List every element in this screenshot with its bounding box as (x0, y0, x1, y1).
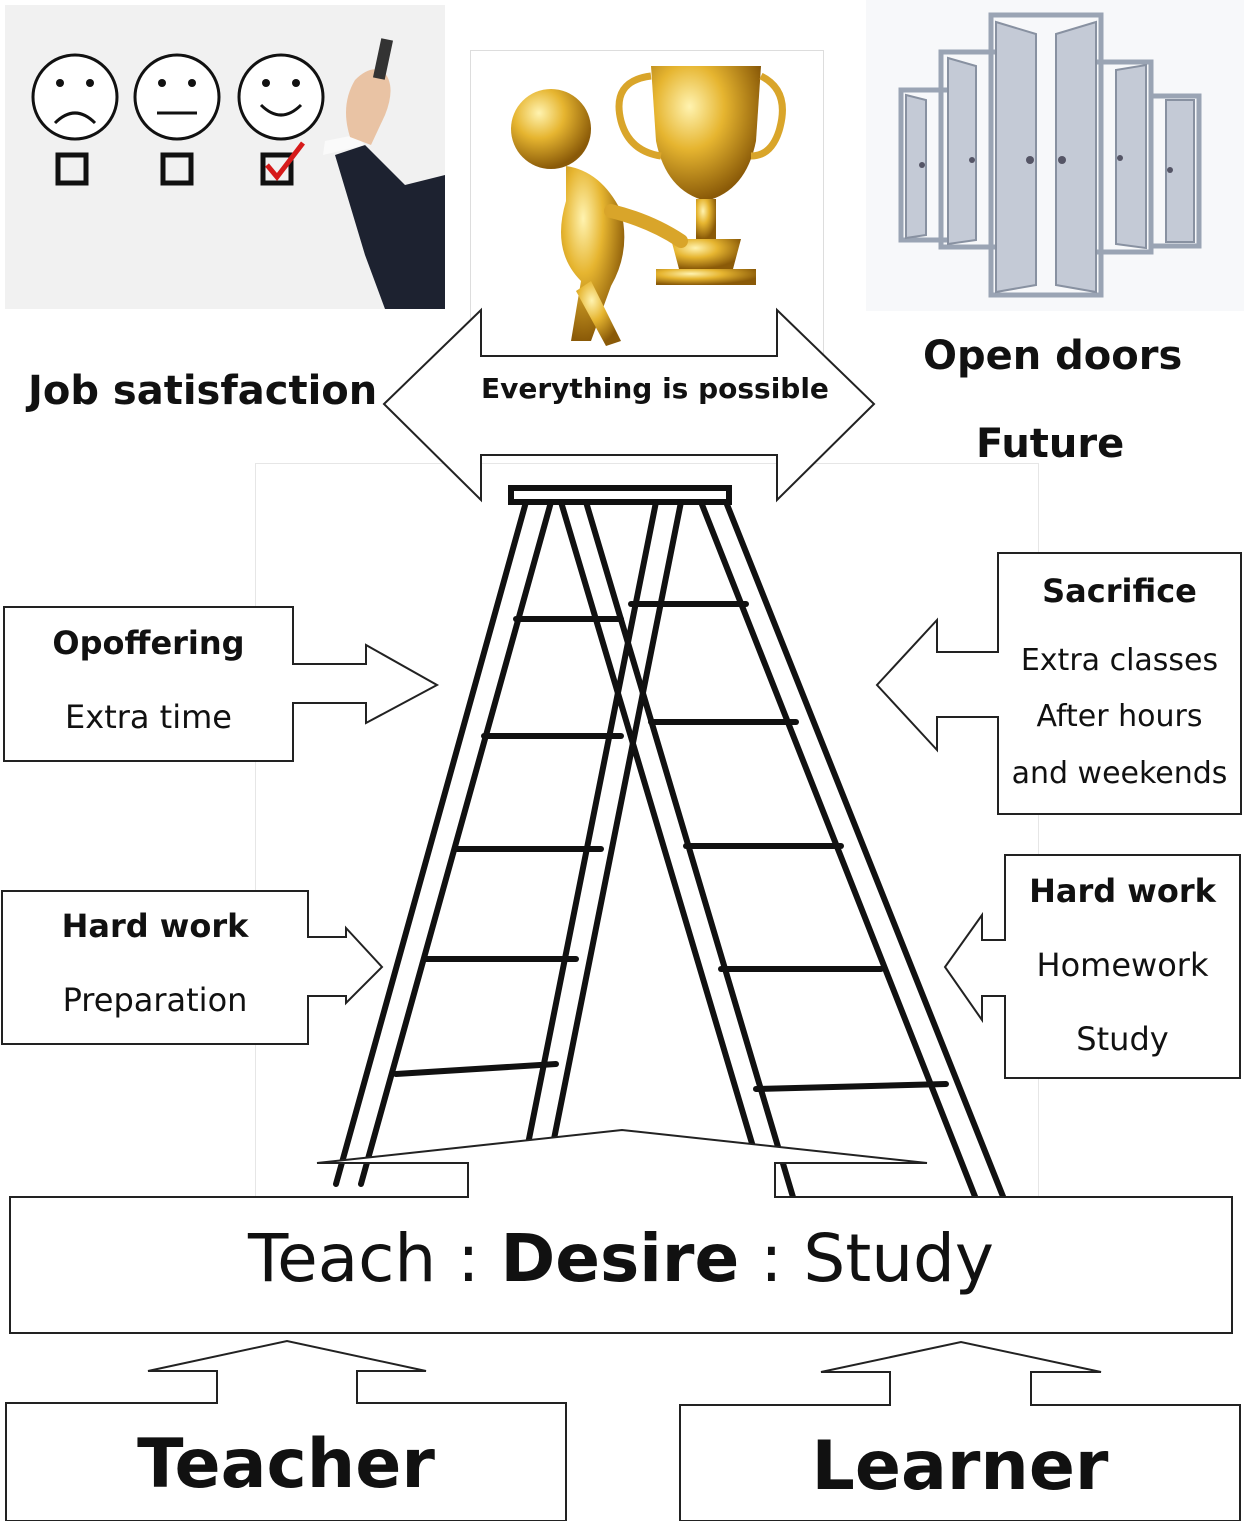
base-desire: Desire (500, 1220, 740, 1297)
opoffering-line: Extra time (65, 698, 232, 736)
double-arrow (382, 307, 876, 503)
learner-callout (679, 1340, 1241, 1521)
sacrifice-line-3: and weekends (1011, 756, 1228, 791)
sacrifice-line-1: Extra classes (1020, 643, 1219, 678)
left-callout-hardwork (1, 890, 384, 1045)
trophy-icon (470, 50, 824, 357)
right-callout-sacrifice (875, 552, 1242, 815)
job-satisfaction-label: Job satisfaction (28, 368, 378, 414)
base-teach: Teach : (247, 1220, 501, 1297)
sacrifice-title: Sacrifice (1042, 572, 1197, 610)
base-study: : Study (739, 1220, 994, 1297)
survey-smileys-icon (5, 5, 445, 309)
future-label: Future (976, 421, 1125, 467)
open-doors-label: Open doors (923, 333, 1183, 379)
ladder-icon (255, 463, 1039, 1240)
sacrifice-line-2: After hours (1036, 699, 1203, 734)
base-statement: Teach : Desire : Study (10, 1220, 1232, 1297)
hardwork-right-line-2: Study (1076, 1020, 1169, 1058)
open-doors-icon (866, 0, 1244, 311)
right-callout-hardwork (943, 854, 1241, 1079)
opoffering-title: Opoffering (52, 624, 245, 662)
teacher-label: Teacher (137, 1425, 435, 1504)
teacher-callout (5, 1339, 567, 1521)
hardwork-left-title: Hard work (61, 907, 249, 945)
learner-label: Learner (811, 1427, 1109, 1506)
hardwork-right-title: Hard work (1029, 872, 1216, 910)
everything-possible-label: Everything is possible (481, 372, 829, 405)
hardwork-right-line-1: Homework (1036, 946, 1209, 984)
hardwork-left-line: Preparation (62, 981, 248, 1019)
left-callout-opoffering (3, 606, 440, 762)
base-box (9, 1128, 1233, 1334)
